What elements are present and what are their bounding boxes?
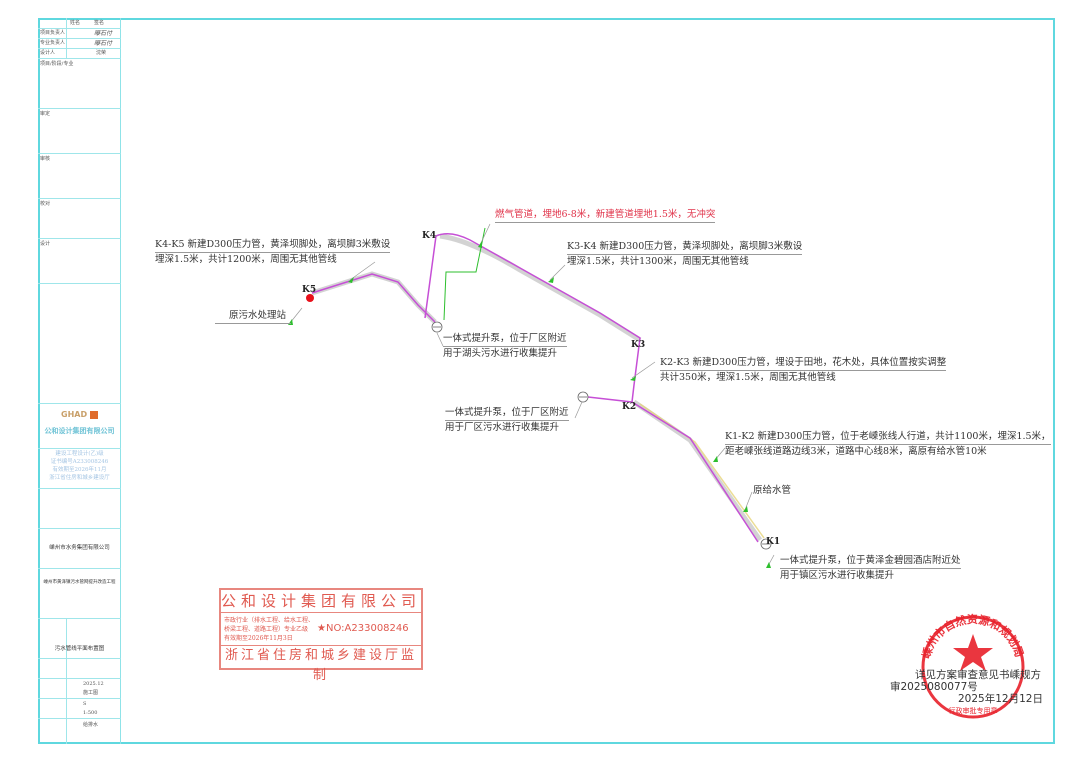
node-k2: K2 <box>622 402 637 412</box>
date-value: 2025.12 <box>83 681 104 687</box>
tb-section: 审定 <box>40 111 51 117</box>
discipline-value: 给排水 <box>83 722 99 728</box>
stamp-line: 桥梁工程、道路工程）专业乙级 <box>224 625 309 633</box>
drawing-frame <box>38 18 1055 744</box>
tb-section: 项目/阶段/专业 <box>40 61 74 67</box>
title-block: 姓名 签名 项目负责人 专业负责人 设计人 曝石付 曝石付 沈荣 项目/阶段/专… <box>38 18 121 744</box>
leaders <box>289 223 775 567</box>
signature: 沈荣 <box>96 50 107 56</box>
seal-subtext: 行政审批专用章 <box>949 706 998 715</box>
stage-value: 施工图 <box>83 690 99 696</box>
project-name: 嵊州市黄泽镇污水管网提升改造工程 <box>43 580 116 585</box>
node-k5: K5 <box>302 285 317 295</box>
stamp-line: 市政行业（排水工程、给水工程、 <box>224 616 315 624</box>
approval-line1: 详见方案审查意见书嵊规方 <box>915 669 1041 681</box>
tb-section: 设计 <box>40 241 51 247</box>
annotation-pump-plant: 一体式提升泵，位于厂区附近用于厂区污水进行收集提升 <box>445 407 569 433</box>
pump-icon <box>431 321 772 550</box>
tb-row: 专业负责人 <box>40 40 66 46</box>
node-k4: K4 <box>422 231 437 241</box>
annotation-k1-k2: K1-K2 新建D300压力管，位于老嵊张线人行道，共计1100米，埋深1.5米… <box>725 431 1051 457</box>
annotation-k4-k5: K4-K5 新建D300压力管，黄泽坝脚处，离坝脚3米敷设埋深1.5米，共计12… <box>155 239 391 265</box>
annotation-water-pipe: 原给水管 <box>753 485 792 496</box>
node-k1: K1 <box>766 537 781 547</box>
company-logo: GHAD <box>38 410 121 420</box>
tb-section: 校对 <box>40 201 51 207</box>
stamp-number: ★NO:A233008246 <box>317 623 409 634</box>
gas-pipe <box>443 227 486 321</box>
stamp-authority: 浙江省住房和城乡建设厅监制 <box>224 648 417 683</box>
cert-line: 有效期至2026年11月 <box>52 467 107 473</box>
stamp-line: 有效期至2026年11月3日 <box>224 634 293 642</box>
tb-row: 项目负责人 <box>40 30 66 36</box>
company-name: 公和设计集团有限公司 <box>44 426 115 435</box>
signature: 曝石付 <box>94 30 113 37</box>
signature: 曝石付 <box>94 40 113 47</box>
annotation-k3-k4: K3-K4 新建D300压力管，黄泽坝脚处，离坝脚3米敷设埋深1.5米，共计13… <box>567 241 803 267</box>
stamp-company: 公和设计集团有限公司 <box>221 590 421 613</box>
annotation-k2-k3: K2-K3 新建D300压力管，埋设于田地，花木处，具体位置按实调整共计350米… <box>660 357 947 383</box>
cert-line: 建设工程设计(乙)级 <box>55 451 104 457</box>
tb-header-sign: 签名 <box>94 20 105 26</box>
approval-line2: 审2025080077号 <box>890 681 978 693</box>
annotation-pump-hutou: 一体式提升泵，位于厂区附近用于湖头污水进行收集提升 <box>443 333 567 359</box>
approval-date: 2025年12月12日 <box>958 693 1043 705</box>
annotation-pump-town: 一体式提升泵，位于黄泽金碧园酒店附近处用于镇区污水进行收集提升 <box>780 555 961 581</box>
cert-line: 证书编号A233008246 <box>50 459 109 465</box>
client-name: 嵊州市水务集团有限公司 <box>49 545 110 551</box>
drawing-name: 污水管线平面布置图 <box>54 646 105 652</box>
node-k3: K3 <box>631 340 646 350</box>
old-plant-marker <box>306 294 314 302</box>
annotation-gas-pipe: 燃气管道，埋地6-8米，新建管道埋地1.5米，无冲突 <box>495 208 716 223</box>
tb-row: 设计人 <box>40 50 56 56</box>
cert-line: 浙江省住房和城乡建设厅 <box>49 475 110 481</box>
scale-value: 1:500 <box>83 710 98 716</box>
road-band <box>311 233 763 542</box>
qualification-stamp: 公和设计集团有限公司 市政行业（排水工程、给水工程、 桥梁工程、道路工程）专业乙… <box>219 588 423 683</box>
tb-header-name: 姓名 <box>70 20 81 26</box>
sheet-value: S <box>83 701 87 707</box>
annotation-old-plant: 原污水处理站 <box>215 309 292 324</box>
tb-section: 审核 <box>40 156 51 162</box>
approval-seal: 嵊州市自然资源和规划局 行政审批专用章 <box>919 612 1026 719</box>
